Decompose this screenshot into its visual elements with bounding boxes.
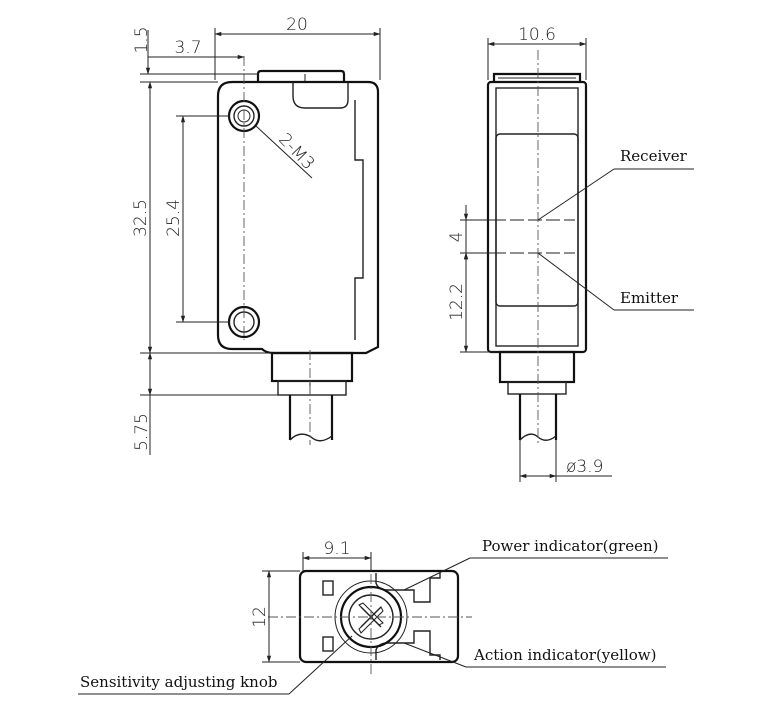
front-view: 20 3.7 1.5 32.5 25.4 5.75 2-M3 (131, 15, 381, 455)
side-dim-cable: ø3.9 (566, 457, 603, 477)
action-indicator-label: Action indicator(yellow) (473, 646, 656, 664)
front-top-tab (256, 69, 346, 82)
front-dim-top-offset: 1.5 (132, 26, 152, 53)
front-dim-height: 32.5 (131, 199, 151, 237)
front-gland (270, 351, 354, 383)
side-dim-emitter-height: 12.2 (447, 283, 467, 321)
bottom-dim-width: 9.1 (323, 539, 350, 559)
bottom-body (298, 569, 460, 664)
front-hole-label: 2-M3 (274, 130, 318, 174)
front-dim-bottom: 5.75 (132, 413, 152, 451)
front-dim-hole-offset: 3.7 (174, 38, 201, 58)
front-cable (288, 395, 334, 440)
side-body (486, 80, 588, 354)
knob-label: Sensitivity adjusting knob (80, 673, 277, 691)
side-view: 10.6 4 12.2 ø3.9 Receiver Emitter (447, 25, 694, 482)
front-dim-width: 20 (286, 15, 308, 35)
emitter-label: Emitter (620, 289, 679, 307)
receiver-label: Receiver (620, 147, 688, 165)
side-dim-width: 10.6 (518, 25, 556, 45)
side-dim-lens-gap: 4 (447, 232, 467, 243)
bottom-view: 9.1 12 Power indicator(green) Action ind… (78, 537, 668, 695)
front-dim-hole-spacing: 25.4 (164, 199, 184, 237)
front-body (216, 80, 380, 355)
power-indicator-label: Power indicator(green) (482, 537, 659, 555)
bottom-dim-height: 12 (250, 606, 270, 628)
